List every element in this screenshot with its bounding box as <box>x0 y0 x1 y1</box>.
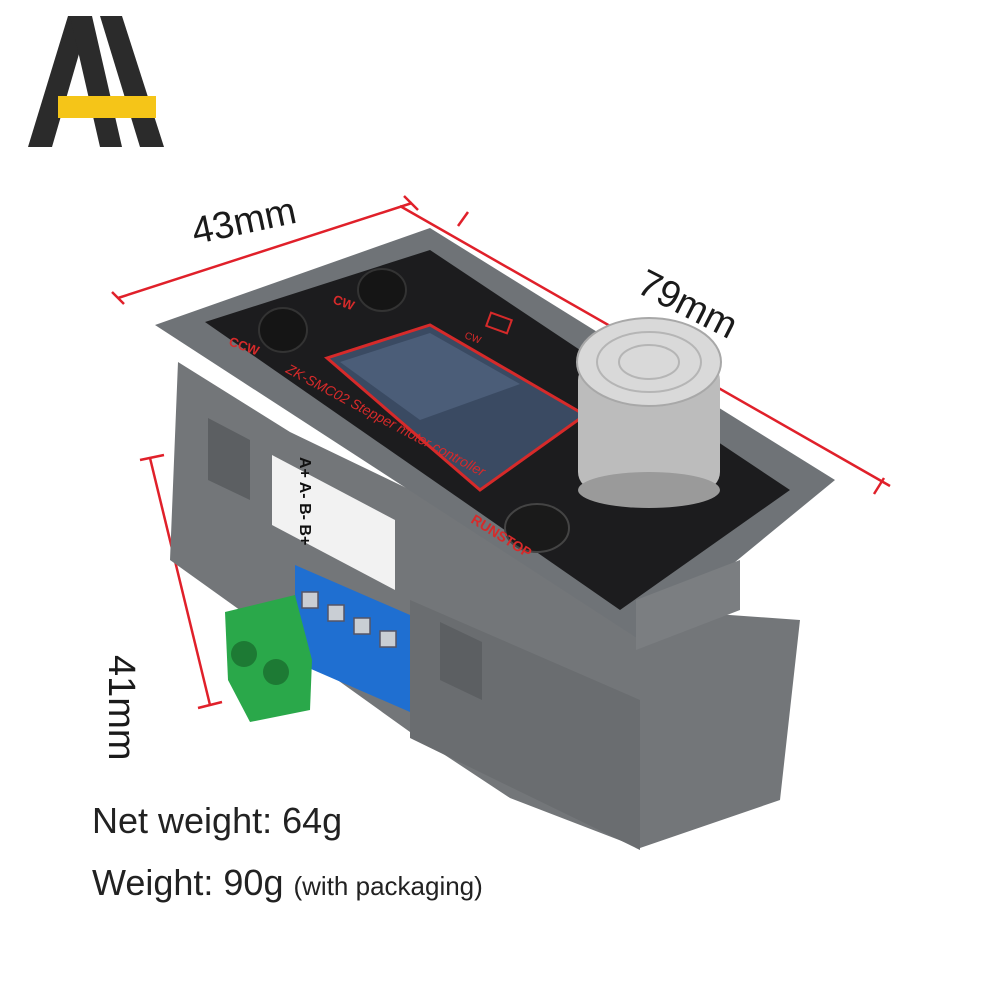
cw-button[interactable] <box>357 268 407 312</box>
terminal-label: A+ A- B- B+ <box>296 457 313 545</box>
ccw-button[interactable] <box>258 307 308 353</box>
runstop-button[interactable] <box>504 503 570 553</box>
logo-accent-bar <box>58 96 156 118</box>
cw-label: CW <box>331 292 357 314</box>
cw-indicator-led <box>484 311 514 335</box>
screw-terminal-block <box>295 565 410 712</box>
mount-clip-right <box>636 560 740 650</box>
green-connector-hole <box>231 641 257 667</box>
height-dimension-label: 41mm <box>100 655 142 761</box>
terminal-label-plate <box>272 455 395 590</box>
lcd-glare <box>340 333 520 420</box>
gross-weight-line: Weight: 90g (with packaging) <box>92 862 483 904</box>
packaging-note: (with packaging) <box>293 871 483 901</box>
logo-left-stroke <box>28 16 90 147</box>
net-weight-text: Net weight: 64g <box>92 800 343 841</box>
housing-side <box>170 362 800 848</box>
green-connector-hole <box>263 659 289 685</box>
gross-weight-text: Weight: 90g <box>92 862 284 903</box>
green-connector <box>225 595 312 722</box>
brand-logo <box>28 16 164 147</box>
terminal-screws <box>301 591 397 648</box>
mount-clip-front <box>440 622 482 700</box>
mount-clip-left <box>208 418 250 500</box>
rotary-knob[interactable] <box>576 317 722 508</box>
